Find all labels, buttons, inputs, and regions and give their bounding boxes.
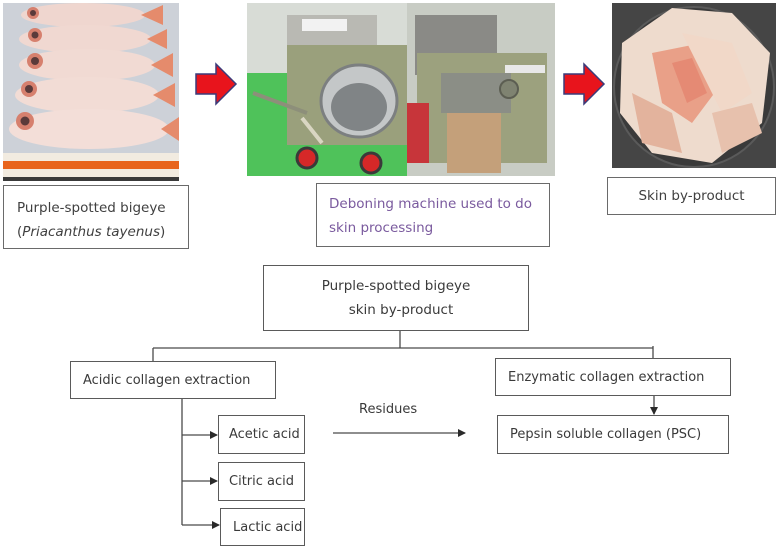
residues-label: Residues xyxy=(359,402,418,417)
fish-scientific-name-italic: Priacanthus tayenus xyxy=(22,224,160,240)
machine-illustration xyxy=(247,3,555,176)
skin-caption-box: Skin by-product xyxy=(607,177,776,215)
citric-acid-label: Citric acid xyxy=(229,474,294,489)
machine-caption-line2: skin processing xyxy=(329,220,434,236)
skin-illustration xyxy=(612,3,776,168)
root-line2: skin by-product xyxy=(348,302,454,318)
fish-common-name: Purple-spotted bigeye xyxy=(17,200,166,216)
psc-label: Pepsin soluble collagen (PSC) xyxy=(510,427,702,442)
deboning-machine-photo xyxy=(247,3,555,176)
fish-illustration xyxy=(3,3,179,181)
enzymatic-extraction-box: Enzymatic collagen extraction xyxy=(495,358,731,396)
root-line1: Purple-spotted bigeye xyxy=(321,278,471,294)
psc-box: Pepsin soluble collagen (PSC) xyxy=(497,415,729,454)
acetic-acid-box: Acetic acid xyxy=(218,415,305,454)
lactic-acid-box: Lactic acid xyxy=(220,508,305,546)
skin-caption: Skin by-product xyxy=(638,188,745,204)
fish-scientific-name: (Priacanthus tayenus) xyxy=(17,224,166,240)
acidic-extraction-box: Acidic collagen extraction xyxy=(70,361,276,399)
lactic-acid-label: Lactic acid xyxy=(233,519,303,535)
enzymatic-extraction-label: Enzymatic collagen extraction xyxy=(508,369,705,385)
fish-group xyxy=(9,3,179,149)
machine-caption-line1: Deboning machine used to do xyxy=(329,196,532,212)
right-arrow-icon xyxy=(195,62,238,106)
acetic-acid-label: Acetic acid xyxy=(229,427,300,442)
measuring-ruler xyxy=(3,153,179,181)
right-arrow-icon xyxy=(563,62,606,106)
fish-caption-box: Purple-spotted bigeye (Priacanthus tayen… xyxy=(3,185,189,249)
citric-acid-box: Citric acid xyxy=(218,462,305,501)
acidic-extraction-label: Acidic collagen extraction xyxy=(83,372,251,388)
machine-caption-box: Deboning machine used to do skin process… xyxy=(316,183,550,247)
fish-photo xyxy=(3,3,179,181)
skin-by-product-photo xyxy=(612,3,776,168)
root-box: Purple-spotted bigeye skin by-product xyxy=(263,265,529,331)
